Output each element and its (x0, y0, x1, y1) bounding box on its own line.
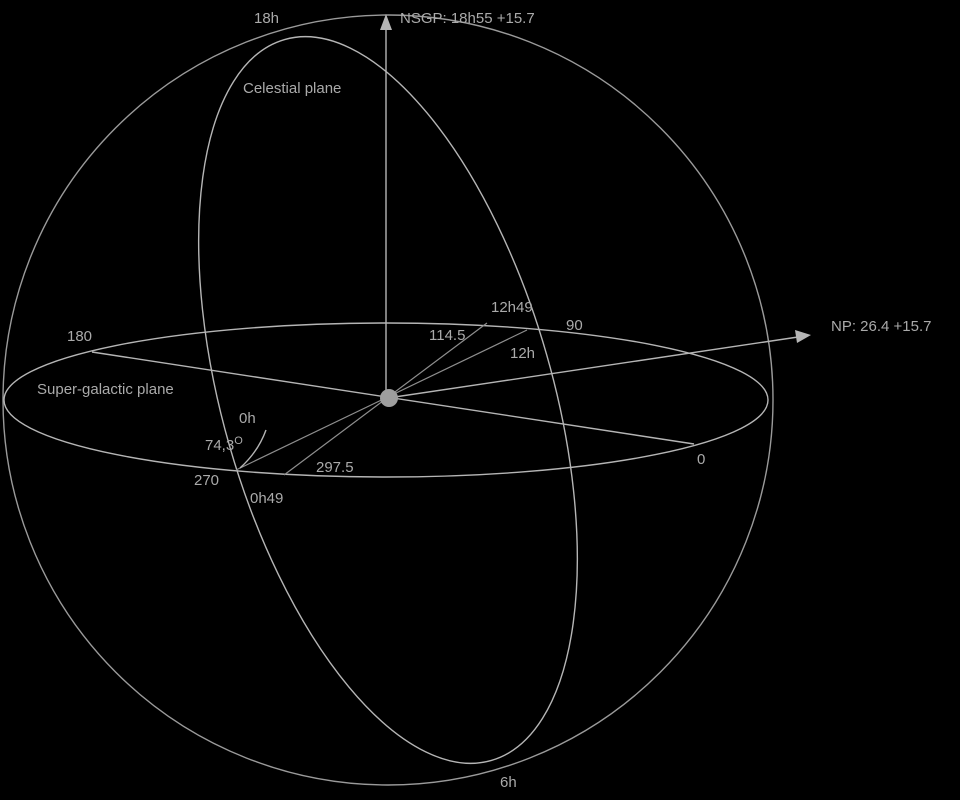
label-12h49: 12h49 (491, 299, 533, 316)
celestial-plane-ellipse (197, 35, 579, 765)
np-arrowhead (795, 330, 811, 343)
angle-arc (239, 429, 267, 469)
label-0h: 0h (239, 410, 256, 427)
np-axis (387, 336, 799, 399)
label-18h: 18h (254, 10, 279, 27)
label-nsgp: NSGP: 18h55 +15.7 (400, 10, 535, 27)
angle-degree-mark: O (234, 435, 243, 447)
label-0: 0 (697, 451, 705, 468)
label-180: 180 (67, 328, 92, 345)
label-90: 90 (566, 317, 583, 334)
label-114-5: 114.5 (429, 327, 465, 344)
celestial-sphere (2, 14, 774, 786)
label-np: NP: 26.4 +15.7 (831, 318, 932, 335)
label-angle: 74,3O (205, 435, 243, 454)
label-12h: 12h (510, 345, 535, 362)
nsgp-arrowhead (380, 14, 392, 30)
label-celestial-plane: Celestial plane (243, 80, 341, 97)
label-270: 270 (194, 472, 219, 489)
origin-marker (380, 389, 398, 407)
label-297-5: 297.5 (316, 459, 354, 476)
label-supergalactic-plane: Super-galactic plane (37, 381, 174, 398)
angle-value: 74,3 (205, 437, 234, 454)
label-6h: 6h (500, 774, 517, 791)
label-0h49: 0h49 (250, 490, 283, 507)
